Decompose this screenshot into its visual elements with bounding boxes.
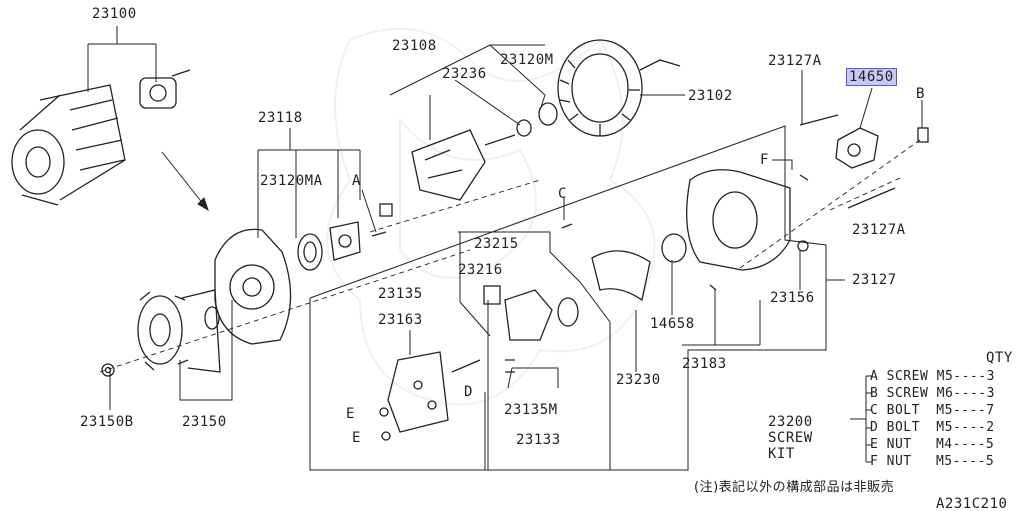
kit-row: F NUT M5----5 [870, 454, 994, 470]
part-label-23163[interactable]: 23163 [378, 312, 423, 328]
kit-row-code: D [870, 420, 879, 435]
watermark [326, 27, 656, 406]
kit-title-line3: KIT [768, 446, 795, 462]
kit-row: C BOLT M5----7 [870, 403, 995, 419]
part-label-23215[interactable]: 23215 [474, 236, 519, 252]
kit-row-code: A [870, 369, 879, 384]
callout-B-top: B [916, 86, 925, 102]
alternator-assembly [11, 69, 191, 206]
front-housing [214, 221, 387, 345]
part-label-23230[interactable]: 23230 [616, 372, 661, 388]
kit-row: E NUT M4----5 [870, 437, 994, 453]
kit-row-name: BOLT [886, 420, 920, 435]
center-lines [99, 139, 921, 373]
part-label-23150[interactable]: 23150 [182, 414, 227, 430]
part-label-23118[interactable]: 23118 [258, 110, 303, 126]
kit-row-code: C [870, 403, 879, 418]
part-label-14650-highlighted[interactable]: 14650 [846, 68, 897, 86]
rotor [379, 102, 558, 217]
kit-row-size: M5----5 [935, 454, 995, 469]
part-label-23102[interactable]: 23102 [688, 88, 733, 104]
kit-row-name: SCREW [886, 386, 929, 401]
stator [557, 39, 681, 137]
part-label-23135M[interactable]: 23135M [504, 402, 558, 418]
part-label-23150B[interactable]: 23150B [80, 414, 134, 430]
kit-row-name: NUT [886, 437, 912, 452]
qty-header: QTY [986, 350, 1013, 366]
part-label-23216[interactable]: 23216 [458, 262, 503, 278]
kit-title-line2: SCREW [768, 430, 813, 446]
callout-C: C [558, 186, 567, 202]
footnote: (注)表記以外の構成部品は非販売 [694, 480, 895, 495]
part-label-23127A-bottom[interactable]: 23127A [852, 222, 906, 238]
part-label-23108[interactable]: 23108 [392, 38, 437, 54]
kit-title-number[interactable]: 23200 [768, 414, 813, 430]
callout-A: A [352, 173, 361, 189]
regulator-14650 [799, 114, 929, 169]
callout-E-2: E [352, 430, 361, 446]
kit-legend-brackets [850, 375, 872, 463]
kit-row-name: NUT [886, 454, 912, 469]
leader-lines [87, 26, 923, 471]
part-label-23135[interactable]: 23135 [378, 286, 423, 302]
rear-housing [661, 169, 896, 291]
kit-row-size: M5----2 [936, 420, 995, 435]
part-label-23120MA[interactable]: 23120MA [260, 173, 323, 189]
brush-holder [483, 223, 579, 373]
callout-E-1: E [346, 406, 355, 422]
kit-row: A SCREW M5----3 [870, 369, 995, 385]
kit-row-code: E [870, 437, 879, 452]
kit-row-name: SCREW [886, 369, 929, 384]
part-label-23236[interactable]: 23236 [442, 66, 487, 82]
kit-row: B SCREW M6----3 [870, 386, 995, 402]
kit-row: D BOLT M5----2 [870, 420, 995, 436]
part-label-14658[interactable]: 14658 [650, 316, 695, 332]
part-label-23127[interactable]: 23127 [852, 272, 897, 288]
callout-F: F [760, 152, 769, 168]
part-label-23133[interactable]: 23133 [516, 432, 561, 448]
kit-row-code: B [870, 386, 879, 401]
part-label-23120M[interactable]: 23120M [500, 52, 554, 68]
kit-row-size: M5----7 [936, 403, 995, 418]
part-label-23100[interactable]: 23100 [92, 6, 137, 22]
kit-row-size: M6----3 [936, 386, 995, 401]
kit-row-size: M5----3 [936, 369, 995, 384]
pulley-fan [101, 289, 221, 377]
part-label-23127A-top[interactable]: 23127A [768, 53, 822, 69]
plate-23163 [379, 351, 481, 441]
callout-D: D [464, 384, 473, 400]
part-label-23183[interactable]: 23183 [682, 356, 727, 372]
shield-23230 [591, 250, 651, 302]
kit-row-size: M4----5 [935, 437, 995, 452]
kit-row-code: F [870, 454, 879, 469]
figure-code: A231C210 [936, 496, 1008, 511]
kit-row-name: BOLT [886, 403, 920, 418]
part-label-23156[interactable]: 23156 [770, 290, 815, 306]
